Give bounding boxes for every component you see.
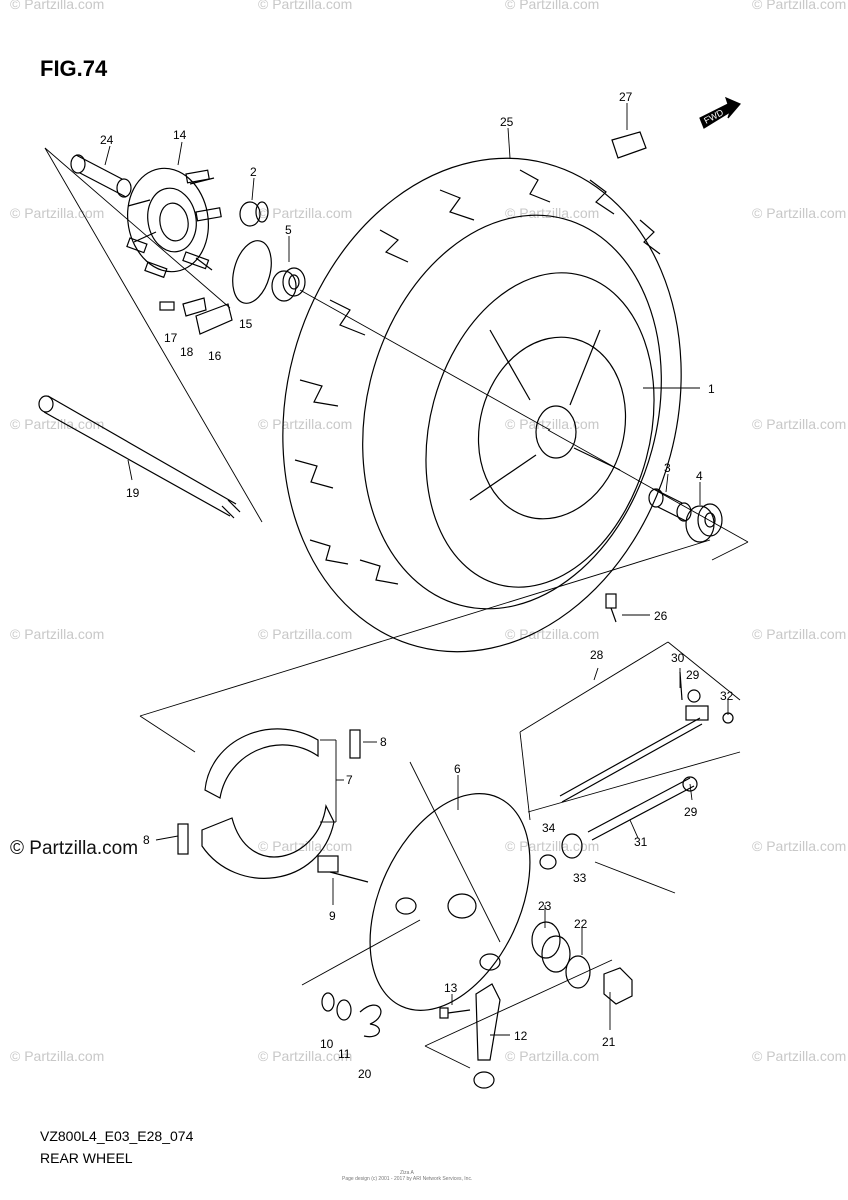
callout-label[interactable]: 32 bbox=[720, 689, 734, 703]
callout-label[interactable]: 8 bbox=[380, 735, 387, 749]
watermark: © Partzilla.com bbox=[752, 0, 847, 12]
brake-springs bbox=[177, 729, 361, 855]
explosion-guide-lines bbox=[44, 147, 749, 1069]
balance-weight bbox=[611, 131, 647, 159]
callout-label[interactable]: 13 bbox=[444, 981, 458, 995]
watermark: © Partzilla.com bbox=[258, 0, 353, 12]
brake-panel-spacer bbox=[531, 921, 571, 973]
callout-label[interactable]: 14 bbox=[173, 128, 187, 142]
callout-label[interactable]: 29 bbox=[686, 668, 700, 682]
watermark: © Partzilla.com bbox=[258, 626, 353, 642]
callout-label[interactable]: 12 bbox=[514, 1029, 528, 1043]
callout-label[interactable]: 15 bbox=[239, 317, 253, 331]
callout-label[interactable]: 1 bbox=[708, 382, 715, 396]
callout-labels: 1 2 3 4 5 6 7 8 8 9 10 11 12 13 14 15 16… bbox=[100, 90, 734, 1081]
watermark: © Partzilla.com bbox=[505, 626, 600, 642]
callout-label[interactable]: 23 bbox=[538, 899, 552, 913]
footer-copyright: Page design (c) 2001 - 2017 by ARI Netwo… bbox=[342, 1176, 473, 1182]
brake-cam-lever bbox=[473, 983, 501, 1089]
callout-label[interactable]: 34 bbox=[542, 821, 556, 835]
figure-name: REAR WHEEL bbox=[40, 1150, 133, 1166]
callout-label[interactable]: 2 bbox=[250, 165, 257, 179]
watermark: © Partzilla.com bbox=[258, 1048, 353, 1064]
bearing bbox=[271, 267, 306, 302]
watermark: © Partzilla.com bbox=[752, 626, 847, 642]
callout-label[interactable]: 9 bbox=[329, 909, 336, 923]
figure-code: VZ800L4_E03_E28_074 bbox=[40, 1128, 194, 1144]
callout-label[interactable]: 17 bbox=[164, 331, 178, 345]
callout-label[interactable]: 8 bbox=[143, 833, 150, 847]
watermark: © Partzilla.com bbox=[752, 838, 847, 854]
callout-label[interactable]: 33 bbox=[573, 871, 587, 885]
brake-panel bbox=[369, 793, 531, 1011]
figure-title: FIG.74 bbox=[40, 56, 108, 81]
watermark: © Partzilla.com bbox=[505, 1048, 600, 1064]
callout-label[interactable]: 24 bbox=[100, 133, 114, 147]
callout-label[interactable]: 26 bbox=[654, 609, 668, 623]
brake-camshaft bbox=[317, 855, 369, 883]
callout-label[interactable]: 6 bbox=[454, 762, 461, 776]
callout-label[interactable]: 16 bbox=[208, 349, 222, 363]
watermark: © Partzilla.com bbox=[505, 0, 600, 12]
washer bbox=[336, 999, 352, 1021]
callout-leaders bbox=[104, 103, 729, 1036]
watermark: © Partzilla.com bbox=[258, 416, 353, 432]
o-ring bbox=[232, 240, 272, 304]
callout-label[interactable]: 7 bbox=[346, 773, 353, 787]
lever-bolt bbox=[439, 1007, 471, 1019]
spacer bbox=[70, 154, 132, 198]
callout-label[interactable]: 30 bbox=[671, 651, 685, 665]
rear-wheel-rim bbox=[425, 272, 655, 588]
watermark: © Partzilla.com bbox=[752, 416, 847, 432]
damper-hardware bbox=[159, 297, 233, 335]
watermark: © Partzilla.com bbox=[258, 205, 353, 221]
brake-washer bbox=[565, 955, 591, 989]
callout-label[interactable]: 21 bbox=[602, 1035, 616, 1049]
torque-link-assembly bbox=[539, 671, 734, 870]
watermark: © Partzilla.com bbox=[752, 205, 847, 221]
axle-nut bbox=[603, 967, 633, 1005]
callout-label[interactable]: 25 bbox=[500, 115, 514, 129]
bushing bbox=[239, 201, 269, 227]
callout-label[interactable]: 11 bbox=[338, 1047, 351, 1061]
watermark: © Partzilla.com bbox=[752, 1048, 847, 1064]
sprocket-carrier-hub bbox=[126, 167, 222, 279]
partzilla-link[interactable]: © Partzilla.com bbox=[10, 838, 139, 859]
footer-note: Ziza A bbox=[400, 1170, 414, 1176]
callout-label[interactable]: 22 bbox=[574, 917, 588, 931]
forward-arrow-icon bbox=[699, 96, 741, 129]
callout-label[interactable]: 5 bbox=[285, 223, 292, 237]
callout-label[interactable]: 3 bbox=[664, 461, 671, 475]
brake-shoes bbox=[201, 728, 335, 879]
callout-label[interactable]: 18 bbox=[180, 345, 194, 359]
watermark: © Partzilla.com bbox=[10, 0, 105, 12]
watermark: © Partzilla.com bbox=[505, 205, 600, 221]
watermark: © Partzilla.com bbox=[258, 838, 353, 854]
callout-label[interactable]: 4 bbox=[696, 469, 703, 483]
oil-seal bbox=[321, 992, 335, 1012]
rear-axle bbox=[38, 395, 241, 519]
callout-label[interactable]: 27 bbox=[619, 90, 633, 104]
watermark: © Partzilla.com bbox=[10, 626, 105, 642]
rear-tire bbox=[282, 157, 682, 653]
watermark: © Partzilla.com bbox=[10, 1048, 105, 1064]
watermark: © Partzilla.com bbox=[10, 416, 105, 432]
tire-valve bbox=[605, 593, 617, 623]
wheel-spacer bbox=[648, 488, 692, 522]
callout-label[interactable]: 28 bbox=[590, 648, 604, 662]
callout-label[interactable]: 31 bbox=[634, 835, 648, 849]
callout-label[interactable]: 29 bbox=[684, 805, 698, 819]
return-spring bbox=[359, 1004, 382, 1038]
callout-label[interactable]: 10 bbox=[320, 1037, 334, 1051]
callout-label[interactable]: 19 bbox=[126, 486, 140, 500]
callout-label[interactable]: 20 bbox=[358, 1067, 372, 1081]
wheel-bearing bbox=[685, 503, 723, 543]
